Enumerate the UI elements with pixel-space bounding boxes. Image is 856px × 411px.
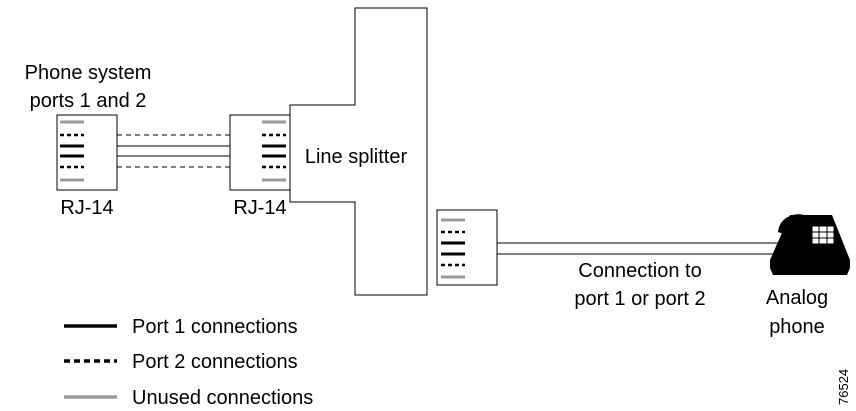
jack-to-jack-cable [117, 134, 230, 168]
middle-rj14-jack [229, 114, 291, 191]
connection-label-line2: port 1 or port 2 [574, 288, 705, 310]
line-splitter-label: Line splitter [305, 146, 408, 168]
phone-system-label-line2: ports 1 and 2 [30, 90, 147, 112]
splitter-output-jack [436, 209, 498, 286]
legend-label-port1: Port 1 connections [132, 316, 298, 338]
phone-cable [497, 242, 778, 255]
left-jack-label: RJ-14 [60, 197, 113, 219]
phone-label-line1: Analog [766, 287, 828, 309]
line-splitter [289, 7, 428, 296]
legend-label-unused: Unused connections [132, 387, 313, 409]
phone-label-line2: phone [769, 316, 825, 338]
figure-id: 76524 [836, 369, 851, 405]
legend: Port 1 connections Port 2 connections Un… [64, 316, 313, 409]
left-rj14-jack [56, 114, 118, 191]
legend-label-port2: Port 2 connections [132, 351, 298, 373]
phone-system-label-line1: Phone system [25, 62, 152, 84]
middle-jack-label: RJ-14 [233, 197, 286, 219]
connection-label-line1: Connection to [578, 260, 701, 282]
analog-phone-icon [770, 214, 850, 275]
